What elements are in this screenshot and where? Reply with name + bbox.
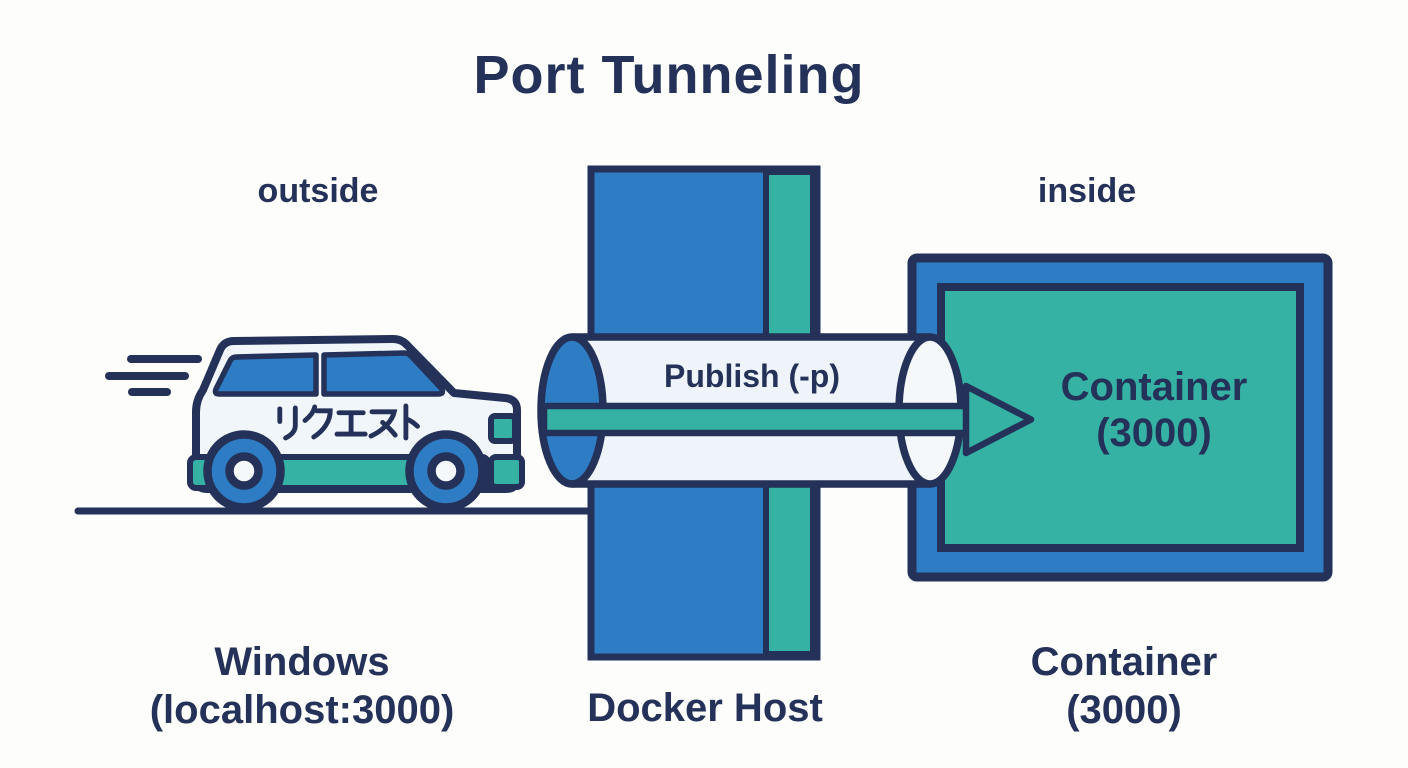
kana-stroke: [311, 408, 333, 440]
container-box-label: Container (3000): [974, 364, 1334, 456]
request-arrow: [540, 382, 1035, 457]
car-window-rear: [212, 352, 319, 397]
request-car: [187, 335, 525, 512]
kana-stroke: [403, 416, 420, 429]
request-kana-art: [277, 403, 420, 441]
container-box-name: Container: [1060, 365, 1248, 409]
arrow-shaft: [540, 402, 974, 437]
car-headlight: [488, 413, 518, 444]
diagram-title: Port Tunneling: [473, 45, 865, 105]
zone-label-inside: inside: [1037, 172, 1137, 210]
zone-label-outside: outside: [257, 172, 379, 210]
caption-windows-line2: (localhost:3000): [149, 688, 455, 732]
kana-stroke: [283, 405, 298, 441]
caption-windows: Windows (localhost:3000): [102, 638, 502, 734]
caption-windows-line1: Windows: [214, 640, 390, 684]
speed-lines: [105, 355, 202, 396]
container-box-port: (3000): [1096, 411, 1212, 455]
arrow-head: [962, 382, 1035, 457]
car-front-bumper: [488, 454, 525, 490]
kana-stroke: [368, 409, 398, 439]
caption-container-line1: Container: [1030, 640, 1218, 684]
car-wheel-front-hub: [427, 452, 465, 490]
car-window-front: [321, 350, 446, 397]
tunnel-publish-label: Publish (-p): [664, 358, 840, 394]
kana-stroke: [380, 420, 398, 438]
kana-stroke: [302, 404, 318, 423]
caption-docker-host: Docker Host: [587, 686, 823, 730]
caption-container-line2: (3000): [1066, 688, 1182, 732]
caption-container: Container (3000): [924, 638, 1324, 734]
car-wheel-rear-hub: [225, 452, 263, 490]
